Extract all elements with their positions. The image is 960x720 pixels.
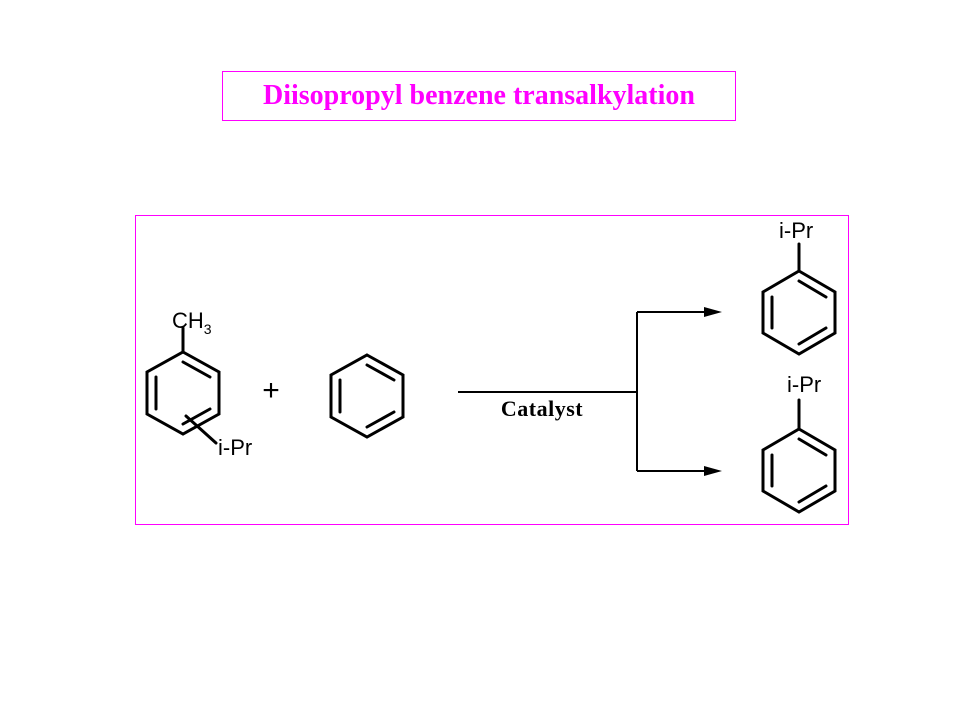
arrowhead-top (704, 307, 722, 317)
catalyst-label: Catalyst (501, 396, 583, 421)
scheme-frame (135, 215, 849, 525)
product-top-ipr-label: i-Pr (779, 218, 813, 243)
product-bottom-ipr-label: i-Pr (787, 372, 821, 397)
reactant1-ipr-bond (184, 414, 218, 445)
title-box: Diisopropyl benzene transalkylation (222, 71, 736, 121)
arrowhead-bottom (704, 466, 722, 476)
benzene-ring (329, 353, 405, 439)
product-bottom-ring (761, 427, 837, 514)
reactant1-methyl-label: CH3 (172, 308, 212, 337)
reactant1-ring (145, 350, 221, 436)
page-title: Diisopropyl benzene transalkylation (263, 80, 695, 111)
product-top-ring (761, 269, 837, 356)
plus-sign: + (262, 374, 280, 407)
reactant1-ipr-label: i-Pr (218, 435, 252, 460)
